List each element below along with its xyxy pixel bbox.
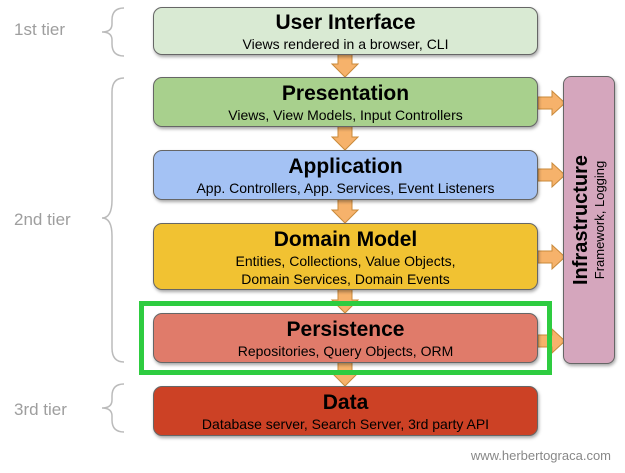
layer-subtitle: App. Controllers, App. Services, Event L… [196, 180, 495, 196]
arrow-domain-to-infra [537, 243, 566, 271]
infrastructure-text: Infrastructure Framework, Logging [570, 155, 608, 285]
brace-2nd-tier [101, 77, 125, 363]
layer-title: Presentation [281, 82, 410, 105]
infrastructure-title: Infrastructure [570, 154, 592, 286]
infrastructure-subtitle: Framework, Logging [592, 160, 607, 280]
credit-text: www.herbertograca.com [470, 448, 611, 463]
layer-title: Domain Model [273, 228, 418, 251]
layer-presentation: Presentation Views, View Models, Input C… [153, 77, 538, 127]
layer-domain-model: Domain Model Entities, Collections, Valu… [153, 223, 538, 290]
layer-persistence: Persistence Repositories, Query Objects,… [153, 313, 538, 363]
layer-infrastructure: Infrastructure Framework, Logging [563, 76, 615, 364]
brace-1st-tier [101, 7, 125, 57]
tier-label-1st: 1st tier [14, 20, 66, 39]
brace-3rd-tier [101, 383, 125, 433]
layer-data: Data Database server, Search Server, 3rd… [153, 386, 538, 436]
tier-label-3rd: 3rd tier [14, 400, 67, 419]
layer-title: Persistence [286, 318, 405, 341]
persistence-highlight-frame [139, 301, 552, 375]
tier-label-2nd: 2nd tier [14, 210, 71, 229]
arrow-application-to-infra [537, 161, 566, 189]
arrow-ui-to-presentation [330, 52, 360, 78]
layer-title: Application [288, 155, 403, 178]
layer-subtitle: Views rendered in a browser, CLI [242, 36, 449, 52]
layer-subtitle: Views, View Models, Input Controllers [228, 107, 463, 123]
layer-subtitle: Repositories, Query Objects, ORM [237, 343, 454, 359]
tier-braces [101, 7, 125, 433]
layer-application: Application App. Controllers, App. Servi… [153, 150, 538, 200]
arrow-presentation-to-infra [537, 89, 566, 117]
layer-subtitle-line1: Entities, Collections, Value Objects, [235, 253, 456, 269]
arrow-application-to-domain [330, 198, 360, 224]
layer-subtitle: Database server, Search Server, 3rd part… [201, 416, 490, 432]
layer-user-interface: User Interface Views rendered in a brows… [153, 7, 538, 55]
arrow-presentation-to-application [330, 125, 360, 151]
layer-title: Data [322, 391, 369, 414]
layer-title: User Interface [275, 11, 416, 34]
layer-subtitle-line2: Domain Services, Domain Events [241, 271, 450, 287]
